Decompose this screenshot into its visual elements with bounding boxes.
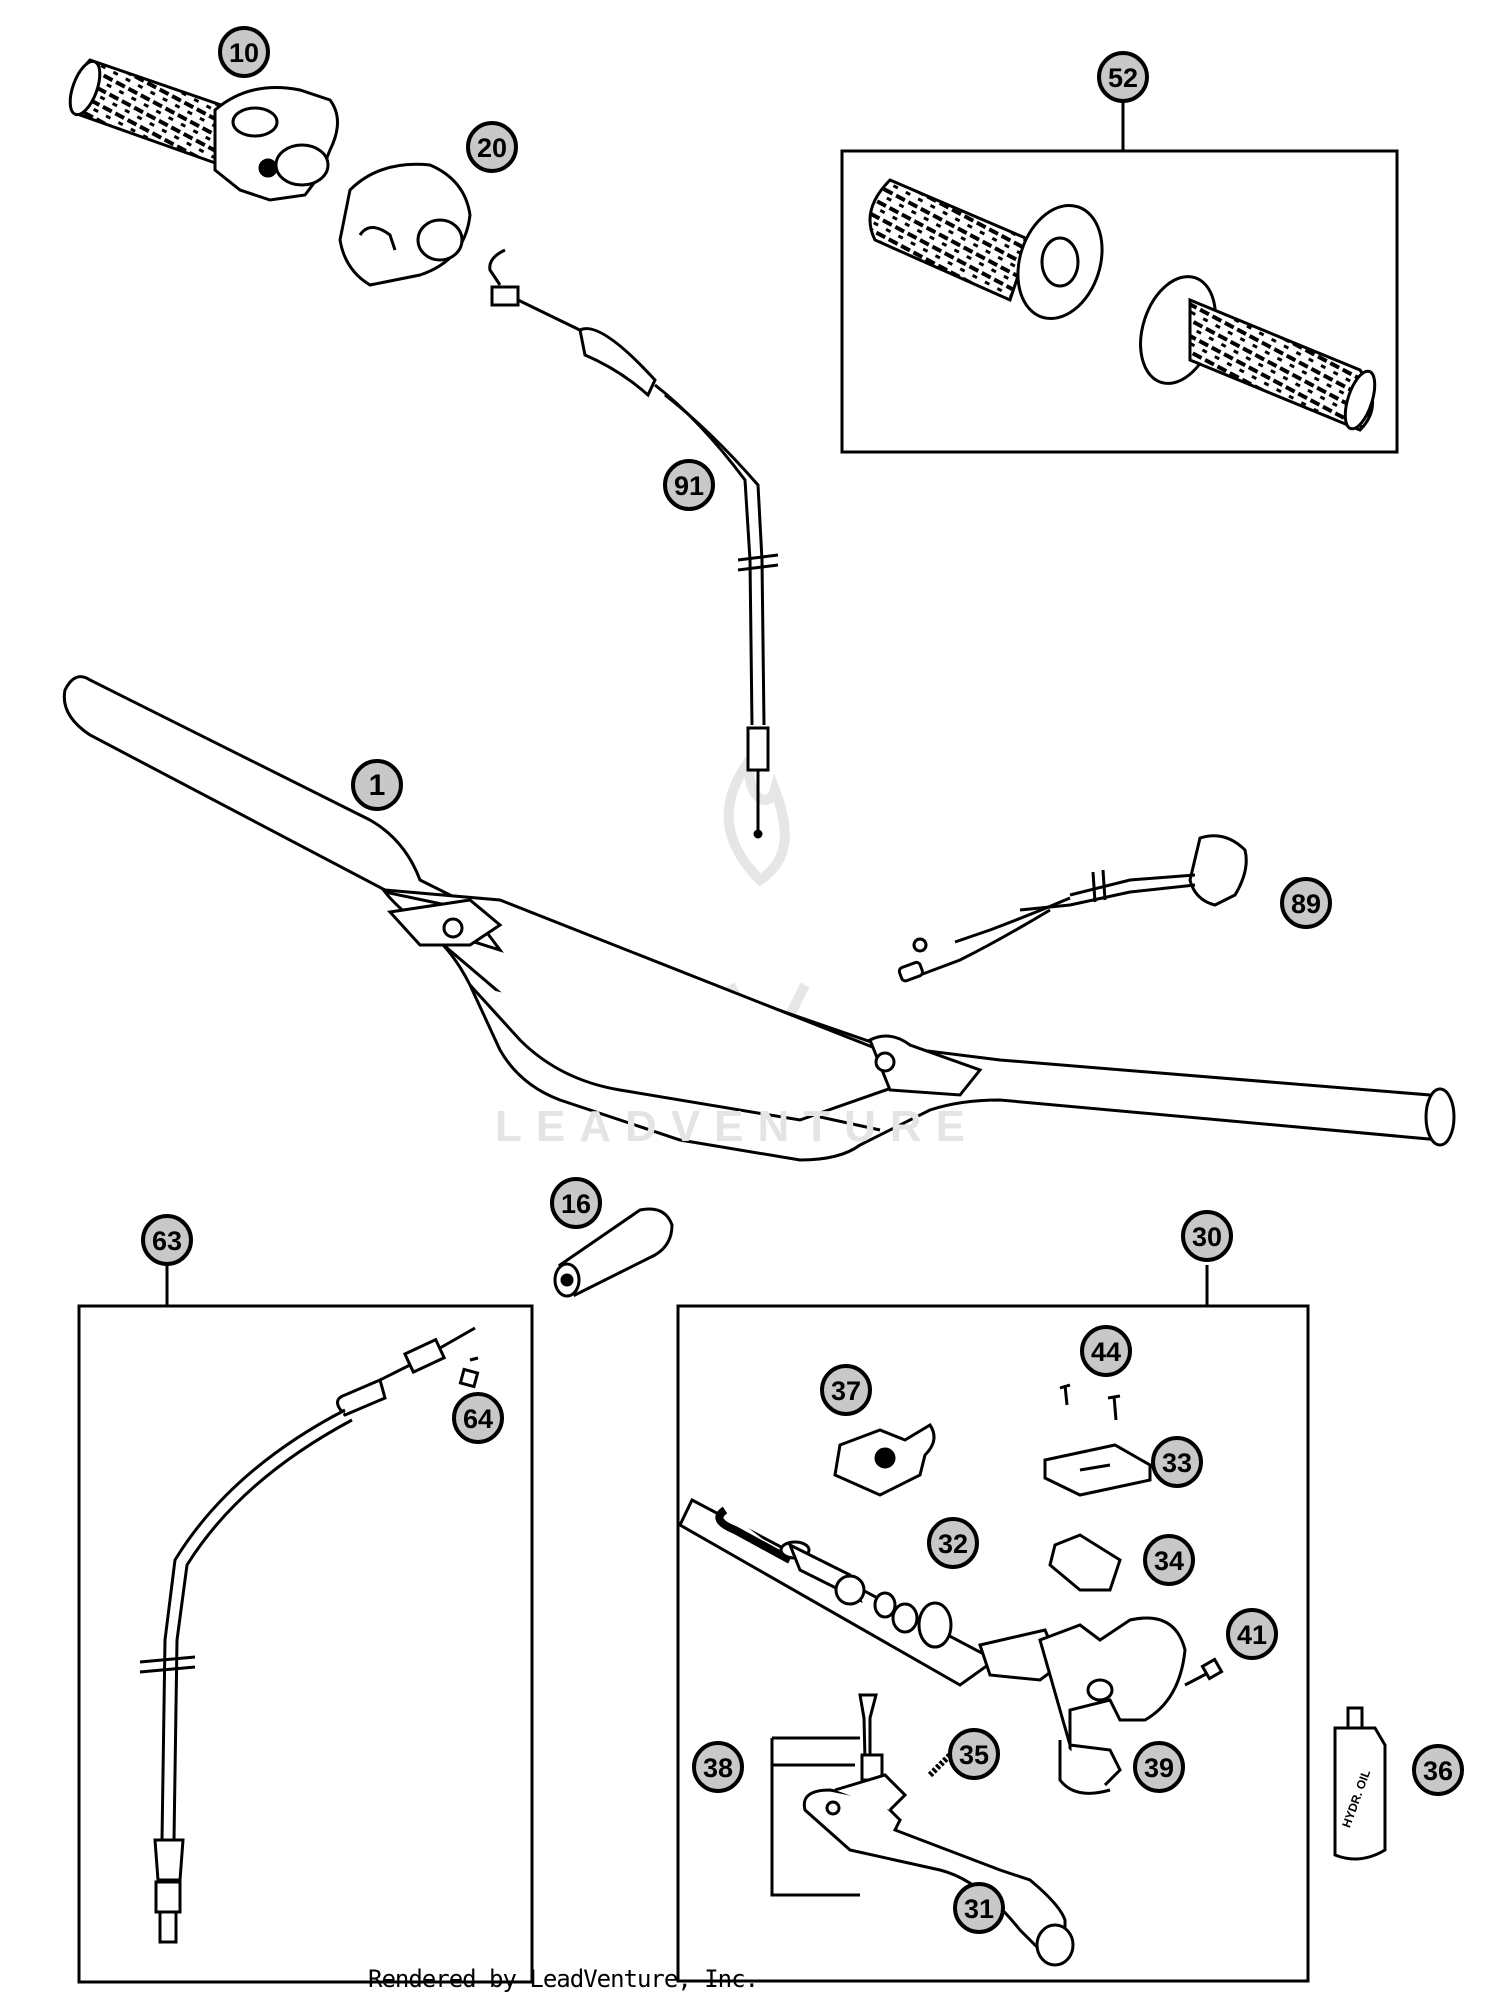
callout-41: 41: [1226, 1608, 1278, 1660]
callout-32: 32: [927, 1517, 979, 1569]
throttle-cover: [338, 162, 472, 287]
callout-38: 38: [692, 1741, 744, 1793]
handlebar: [62, 675, 1456, 1162]
callout-89: 89: [1280, 877, 1332, 929]
callout-20: 20: [466, 121, 518, 173]
callout-31: 31: [953, 1882, 1005, 1934]
callout-number: 89: [1291, 889, 1321, 919]
callout-number: 33: [1162, 1448, 1192, 1478]
callout-number: 37: [831, 1376, 861, 1406]
grip-right: [1139, 275, 1377, 432]
callout-number: 31: [964, 1894, 994, 1924]
callout-63: 63: [141, 1214, 193, 1266]
callout-number: 32: [938, 1529, 968, 1559]
clutch-cable: [139, 1326, 480, 1944]
callout-number: 1: [369, 769, 386, 802]
bar-end-plug: [553, 1207, 674, 1298]
throttle-cable: [488, 248, 779, 839]
callout-number: 64: [463, 1404, 493, 1434]
clutch-cable-box: [77, 1304, 534, 1984]
grips-box: [840, 149, 1399, 454]
callout-36: 36: [1412, 1744, 1464, 1796]
callout-number: 39: [1144, 1753, 1174, 1783]
callout-39: 39: [1133, 1741, 1185, 1793]
callout-number: 52: [1108, 63, 1138, 93]
callout-44: 44: [1080, 1325, 1132, 1377]
throttle-grip-assembly: [68, 58, 339, 202]
callout-37: 37: [820, 1364, 872, 1416]
footer-credit: Rendered by LeadVenture, Inc.: [368, 1965, 759, 1993]
callout-91: 91: [663, 459, 715, 511]
callout-number: 20: [477, 133, 507, 163]
callout-number: 35: [959, 1740, 989, 1770]
callout-1: 1: [351, 759, 403, 811]
callout-30: 30: [1181, 1210, 1233, 1262]
callout-10: 10: [218, 26, 270, 78]
callout-labels: 1 10 16 20 30 31 32 33 34 35 36 37 38 39 41 44 52 63 64 89 9…: [141, 26, 1464, 1934]
hydraulic-oil-bottle: HYDR. OIL: [1333, 1706, 1387, 1861]
callout-number: 63: [152, 1226, 182, 1256]
callout-number: 34: [1154, 1546, 1184, 1576]
grip-left: [868, 178, 1104, 321]
kill-switch: [897, 834, 1248, 983]
callout-number: 10: [229, 38, 259, 68]
callout-34: 34: [1143, 1534, 1195, 1586]
callout-number: 38: [703, 1753, 733, 1783]
master-cylinder-box: [676, 1304, 1310, 1983]
callout-number: 36: [1423, 1756, 1453, 1786]
callout-number: 41: [1237, 1620, 1267, 1650]
callout-33: 33: [1151, 1436, 1203, 1488]
callout-16: 16: [550, 1177, 602, 1229]
callout-number: 16: [561, 1189, 591, 1219]
callout-number: 44: [1091, 1337, 1121, 1367]
callout-52: 52: [1097, 51, 1149, 103]
watermark-wordmark: LEADVENTURE: [495, 1102, 980, 1151]
callout-35: 35: [948, 1728, 1000, 1780]
master-cylinder-parts: [678, 1383, 1224, 1967]
callout-number: 91: [674, 471, 704, 501]
callout-64: 64: [452, 1392, 504, 1444]
callout-number: 30: [1192, 1222, 1222, 1252]
